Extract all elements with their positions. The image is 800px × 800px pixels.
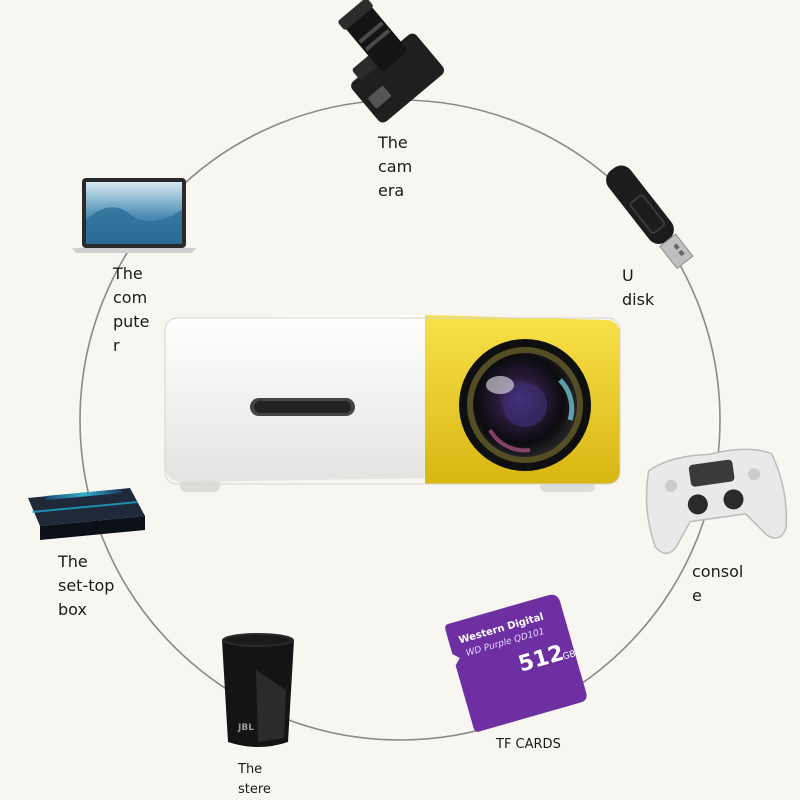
speaker-brand: JBL [237, 723, 254, 733]
console-label: consol e [692, 562, 744, 605]
computer-label: The com pute r [113, 264, 150, 355]
set-top-box-label: The set-top box [58, 552, 115, 619]
card-unit: GB [562, 649, 577, 662]
camera-label: The cam era [378, 133, 413, 200]
usb-disk-label: U disk [622, 266, 655, 309]
stereo-label: The stere [238, 762, 271, 797]
tf-cards-label: TF CARDS [496, 737, 561, 752]
